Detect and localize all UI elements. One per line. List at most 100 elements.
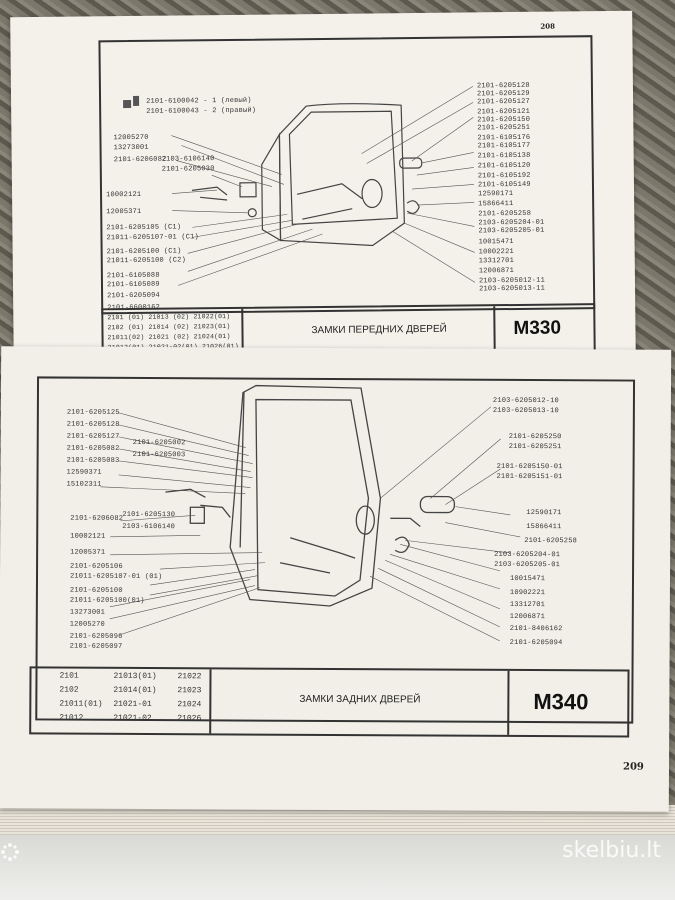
part-label: 2101-6205127 [477, 97, 530, 107]
part-label: 2101-6205100 [69, 586, 123, 595]
part-label: 10902221 [509, 588, 546, 598]
part-label: 10002121 [70, 532, 106, 541]
part-label: 15866411 [526, 523, 562, 532]
part-label: 2103-6106140 [122, 522, 176, 532]
part-label: 12005270 [113, 133, 149, 143]
part-label: 2101-6205128 [66, 420, 120, 429]
part-label: 15102311 [66, 480, 102, 489]
part-label: 10002221 [478, 248, 514, 257]
model-cell: 21026 [177, 714, 202, 724]
floor-tile [0, 835, 675, 900]
part-label: 10002121 [106, 190, 142, 200]
part-label: 13273001 [113, 143, 149, 153]
rear-door-diagram [100, 384, 521, 642]
model-cell: 21014(01) [113, 685, 157, 696]
part-label: 15866411 [478, 200, 514, 209]
part-label: 2101-6205251 [477, 123, 531, 133]
section-code: М330 [513, 317, 562, 340]
model-cell: 21022 [177, 672, 202, 682]
part-label: 2101-6205258 [478, 209, 532, 219]
part-label: 2101-6205258 [524, 536, 578, 546]
part-label: 12006871 [509, 612, 546, 622]
part-label: 2101-6205105 (С1) [106, 223, 182, 233]
part-label: 13273001 [69, 608, 106, 617]
part-label: 2103-6106140 [161, 155, 215, 164]
part-label: 2101-6206082 [113, 155, 167, 165]
part-label: 2101-6205150-01 [496, 462, 563, 472]
code-divider [507, 670, 510, 735]
part-label: 2101-6205250 [508, 432, 562, 442]
model-row: 2102 (01) 21014 (02) 21023(01) [107, 322, 231, 332]
part-label: 2103-6205205-01 [494, 560, 561, 570]
part-label: 2101-6105088 [106, 271, 160, 281]
part-label: 2103-6205013-10 [492, 406, 559, 416]
part-label: 2103-6205204-01 [494, 550, 561, 560]
model-row: 21011(02) 21021 (02) 21024(01) [107, 332, 231, 342]
part-label: 12590171 [478, 190, 514, 199]
legend-note-1: 2101-6100042 - 1 (левый) [146, 96, 252, 106]
model-row: 2101 (01) 21013 (02) 21022(01) [107, 312, 231, 322]
bottom-page: 2101-6205125 2101-6205128 2101-6205127 2… [0, 346, 672, 812]
part-label: 10015471 [478, 238, 514, 247]
part-label: 2101-6205251 [508, 442, 562, 452]
watermark-logo-icon [1, 843, 19, 861]
part-label: 12005270 [69, 620, 105, 629]
part-label: 2101-6205002 [132, 438, 186, 448]
part-label: 2101-6105192 [477, 171, 531, 181]
part-label: 2101-6205003 [132, 450, 186, 460]
model-cell: 21021-02 [113, 713, 152, 724]
part-label: 2101-6205096 [69, 632, 123, 641]
part-label: 12006871 [478, 267, 515, 276]
part-label: 2101-6205106 [70, 562, 123, 571]
part-label: 2101-6205100 (С1) [106, 247, 182, 257]
section-title: ЗАМКИ ЗАДНИХ ДВЕРЕЙ [299, 693, 421, 706]
part-label: 2101-6105138 [477, 151, 531, 161]
top-page: 208 [10, 10, 636, 368]
part-label: 2101-6205151-01 [496, 472, 563, 482]
model-cell: 2102 [59, 685, 79, 695]
part-label: 2103-6205012-10 [492, 396, 559, 406]
front-door-diagram [123, 86, 476, 286]
model-cell: 21012 [59, 713, 84, 723]
models-cell: 2101 2102 21011(01) 21012 21013(01) 2101… [31, 668, 212, 734]
part-label: 12590371 [66, 468, 102, 477]
model-cell: 21013(01) [113, 671, 157, 682]
part-label: 2101-6105177 [477, 141, 531, 151]
model-cell: 2101 [59, 671, 79, 681]
part-label: 2101-6205127 [66, 432, 120, 441]
part-label: 2101-6105089 [106, 280, 160, 290]
part-label: 12590171 [526, 509, 562, 518]
part-label: 12005371 [70, 548, 106, 557]
part-label: 2101-6205094 [509, 638, 563, 648]
model-cell: 21023 [177, 686, 202, 696]
part-label: 21011-6205100(01) [69, 596, 145, 606]
part-label: 2101-6205094 [107, 291, 160, 301]
section-code: М340 [533, 689, 589, 715]
model-cell: 21024 [177, 700, 202, 710]
part-label: 2101-6105149 [477, 180, 531, 190]
part-label: 2101-6205030 [161, 165, 215, 174]
part-label: 21011-6205107-01 (01) [69, 572, 163, 582]
page-number: 209 [622, 761, 644, 773]
part-label: 2101-6205130 [122, 510, 176, 520]
model-cell: 21021-01 [113, 699, 152, 710]
part-label: 10015471 [509, 574, 546, 584]
part-label: 2101-6206082 [70, 514, 124, 523]
part-label: 2101-6205125 [66, 408, 120, 417]
code-divider [493, 306, 496, 355]
part-label: 12005371 [106, 207, 142, 217]
legend-note-2: 2101-6100043 - 2 (правый) [146, 106, 257, 116]
part-label: 2101-8406162 [509, 624, 563, 634]
section-title: ЗАМКИ ПЕРЕДНИХ ДВЕРЕЙ [311, 323, 447, 337]
watermark-text: skelbiu.lt [562, 838, 661, 863]
part-label: 2101-6205097 [69, 642, 123, 651]
part-label: 13312701 [509, 600, 546, 610]
part-label: 2101-6205083 [66, 456, 120, 465]
part-label: 2101-6105120 [477, 161, 531, 171]
model-cell: 21011(01) [59, 699, 103, 709]
title-block: 2101 2102 21011(01) 21012 21013(01) 2101… [29, 666, 630, 738]
part-label: 21011-6205107-01 (С1) [106, 233, 199, 243]
part-label: 2101-6205082 [66, 444, 120, 453]
part-label: 13312701 [478, 257, 515, 266]
part-label: 21011-6205100 (С2) [106, 256, 187, 266]
